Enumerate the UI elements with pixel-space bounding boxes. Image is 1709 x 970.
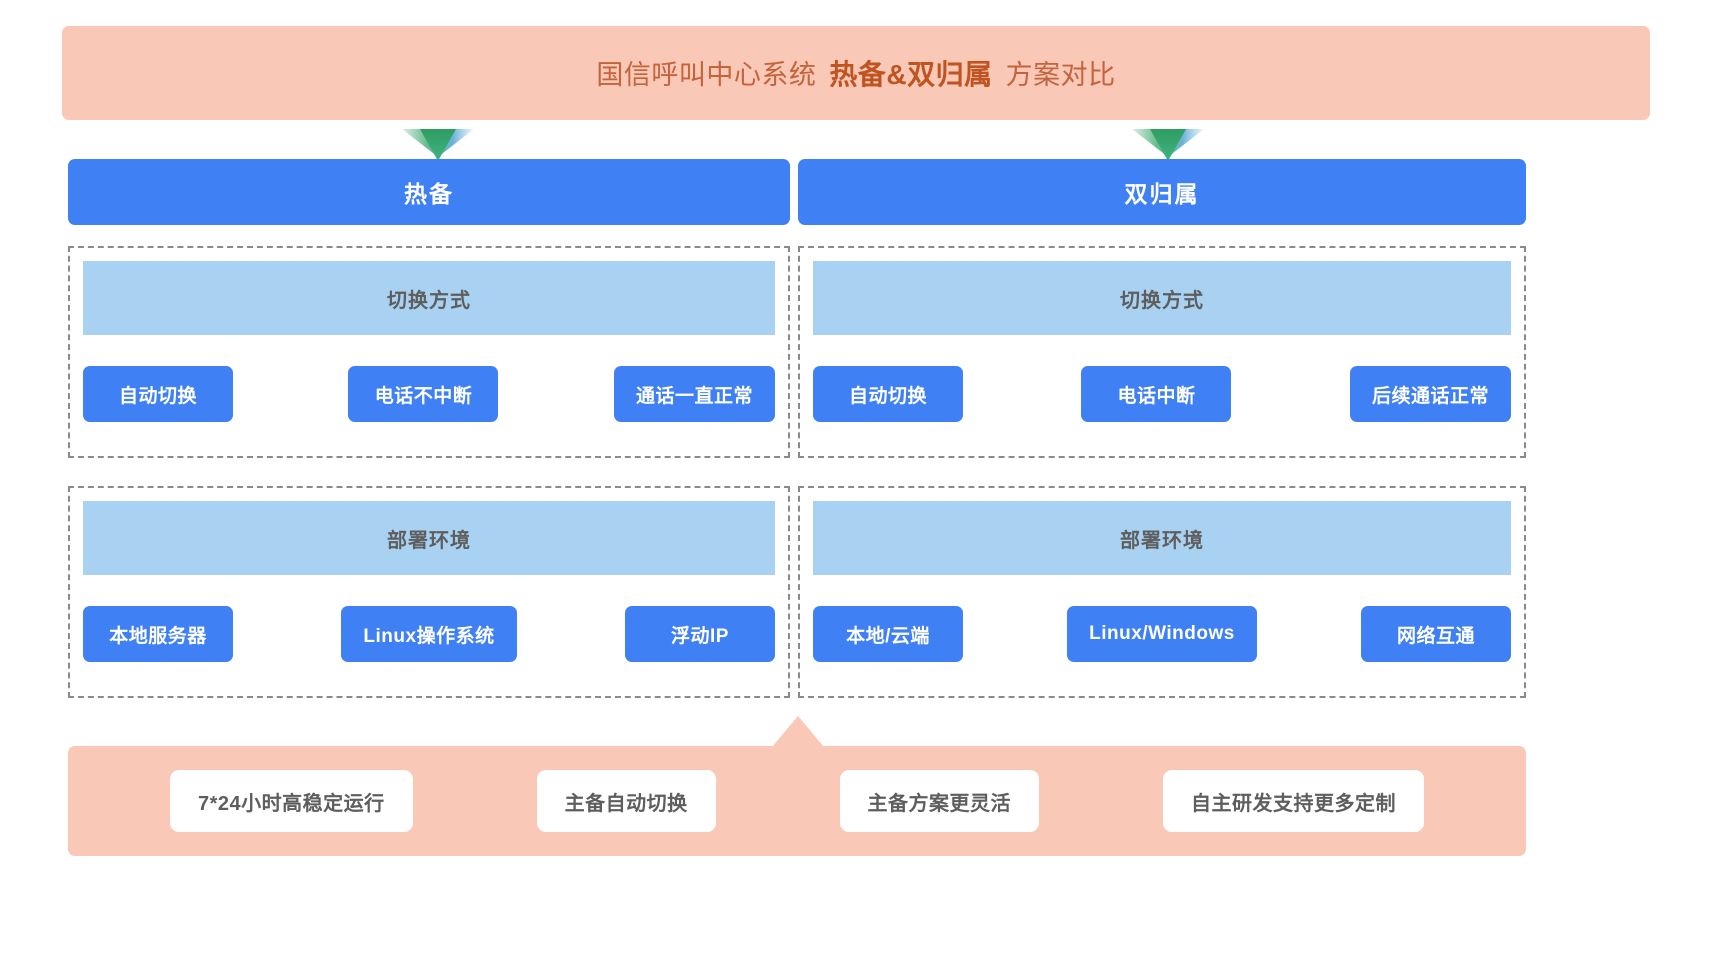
- title-prefix: 国信呼叫中心系统: [596, 60, 817, 90]
- chip-row: 自动切换 电话不中断 通话一直正常: [83, 363, 775, 425]
- column-header-label: 热备: [404, 181, 454, 207]
- section-band-label: 部署环境: [387, 529, 471, 552]
- column-header-dual-homing[interactable]: 双归属: [798, 159, 1526, 225]
- chip-row: 自动切换 电话中断 后续通话正常: [813, 363, 1511, 425]
- page-title: 国信呼叫中心系统 热备&双归属 方案对比: [596, 53, 1115, 93]
- summary-banner: 7*24小时高稳定运行 主备自动切换 主备方案更灵活 自主研发支持更多定制: [68, 746, 1526, 856]
- chip[interactable]: 电话不中断: [348, 366, 499, 422]
- chip[interactable]: 网络互通: [1361, 606, 1511, 662]
- chip[interactable]: 电话中断: [1081, 366, 1232, 422]
- section-band: 切换方式: [813, 261, 1511, 335]
- group-left-switchover: 切换方式 自动切换 电话不中断 通话一直正常: [68, 246, 790, 458]
- chip-label: 自动切换: [118, 385, 197, 407]
- title-suffix: 方案对比: [1005, 60, 1116, 90]
- section-band-label: 切换方式: [1120, 289, 1204, 312]
- chip[interactable]: 通话一直正常: [613, 366, 775, 422]
- chip-row: 本地服务器 Linux操作系统 浮动IP: [83, 603, 775, 665]
- chip[interactable]: Linux/Windows: [1067, 606, 1257, 662]
- section-band: 部署环境: [83, 501, 775, 575]
- summary-pill[interactable]: 主备自动切换: [536, 770, 716, 832]
- chip-label: Linux操作系统: [363, 625, 495, 647]
- chip[interactable]: 自动切换: [83, 366, 233, 422]
- chip-label: 网络互通: [1396, 625, 1475, 647]
- arrow-down-icon-right: [1130, 127, 1206, 163]
- summary-pill-label: 主备方案更灵活: [867, 792, 1012, 815]
- chip-row: 本地/云端 Linux/Windows 网络互通: [813, 603, 1511, 665]
- title-emphasis: 热备&双归属: [829, 59, 993, 90]
- summary-pill[interactable]: 自主研发支持更多定制: [1162, 770, 1424, 832]
- chip[interactable]: 后续通话正常: [1349, 366, 1511, 422]
- chip[interactable]: 本地服务器: [83, 606, 233, 662]
- summary-pill-label: 自主研发支持更多定制: [1190, 792, 1396, 815]
- chip[interactable]: Linux操作系统: [341, 606, 517, 662]
- summary-pill[interactable]: 7*24小时高稳定运行: [169, 770, 413, 832]
- chip-label: 自动切换: [848, 385, 927, 407]
- summary-pill-label: 主备自动切换: [564, 792, 688, 815]
- chip-label: Linux/Windows: [1089, 623, 1235, 644]
- chip[interactable]: 浮动IP: [624, 606, 775, 662]
- chip-label: 电话不中断: [374, 385, 473, 407]
- chip-label: 本地服务器: [109, 625, 207, 647]
- chip-label: 浮动IP: [671, 625, 729, 647]
- chip[interactable]: 自动切换: [813, 366, 963, 422]
- title-banner: 国信呼叫中心系统 热备&双归属 方案对比: [62, 26, 1650, 120]
- chip[interactable]: 本地/云端: [813, 606, 963, 662]
- chip-label: 通话一直正常: [635, 385, 753, 407]
- summary-notch-arrow-icon: [772, 716, 824, 747]
- group-right-switchover: 切换方式 自动切换 电话中断 后续通话正常: [798, 246, 1526, 458]
- section-band: 切换方式: [83, 261, 775, 335]
- chip-label: 后续通话正常: [1371, 385, 1489, 407]
- section-band: 部署环境: [813, 501, 1511, 575]
- summary-pill-label: 7*24小时高稳定运行: [197, 792, 385, 815]
- group-left-deployment: 部署环境 本地服务器 Linux操作系统 浮动IP: [68, 486, 790, 698]
- group-right-deployment: 部署环境 本地/云端 Linux/Windows 网络互通: [798, 486, 1526, 698]
- chip-label: 电话中断: [1117, 385, 1196, 407]
- column-header-label: 双归属: [1124, 181, 1200, 207]
- column-header-hot-standby[interactable]: 热备: [68, 159, 790, 225]
- section-band-label: 切换方式: [387, 289, 471, 312]
- chip-label: 本地/云端: [846, 625, 930, 647]
- arrow-down-icon-left: [400, 127, 476, 163]
- section-band-label: 部署环境: [1120, 529, 1204, 552]
- summary-pill[interactable]: 主备方案更灵活: [839, 770, 1040, 832]
